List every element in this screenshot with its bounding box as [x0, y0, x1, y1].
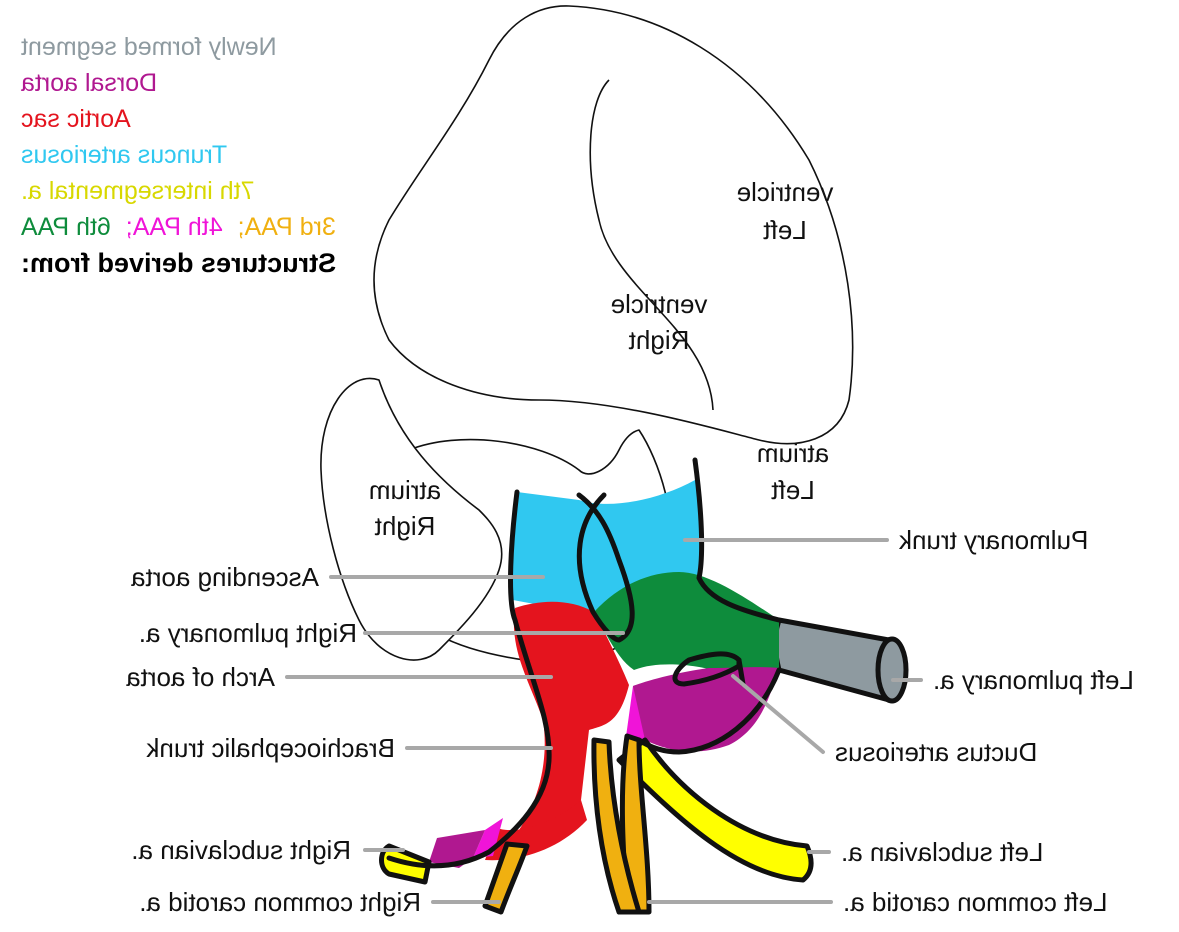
label-ascending-aorta: Ascending aorta [131, 562, 319, 592]
label-left-subclavian: Left subclavian a. [841, 837, 1043, 867]
ductus-loop [672, 651, 742, 687]
label-arch-of-aorta: Arch of aorta [126, 662, 275, 692]
right-atrium-shape [320, 377, 503, 661]
ductus-stub [736, 657, 746, 687]
label-left-common-carotid: Left common carotid a. [843, 887, 1107, 917]
interventricular-groove [589, 79, 714, 411]
vessel-outline-main [692, 457, 782, 623]
legend-truncus: Truncus arteriosus [21, 141, 227, 169]
label-right-common-carotid: Right common carotid a. [139, 887, 421, 917]
right-ventricle-label-2: ventricle [611, 289, 708, 319]
leader-ductus [731, 674, 825, 754]
vessel-outline-aorta [386, 489, 552, 869]
sixth-paa-region [594, 572, 779, 674]
right-common-carotid-vessel [482, 841, 530, 915]
right-atrium-label-1: Right [374, 511, 435, 541]
label-brachiocephalic: Brachiocephalic trunk [145, 733, 395, 763]
legend-newly-formed: Newly formed segment [21, 33, 277, 61]
dorsal-aorta-left [633, 667, 779, 752]
left-atrium-label-2: atrium [757, 438, 829, 468]
label-pulmonary-trunk: Pulmonary trunk [898, 525, 1088, 555]
fourth-paa-right [473, 818, 503, 858]
legend-third-paa: 3rd PAA; [238, 213, 336, 241]
truncus-arteriosus-region [510, 480, 702, 612]
legend: Newly formed segment Dorsal aorta Aortic… [21, 33, 336, 278]
label-right-pulmonary: Right pulmonary a. [139, 618, 357, 648]
label-ductus: Ductus arteriosus [835, 737, 1037, 767]
left-atrium-label-1: Left [771, 475, 815, 505]
left-subclavian-vessel [616, 737, 814, 883]
right-pulmonary-loop [576, 492, 635, 643]
legend-aortic-sac: Aortic sac [21, 105, 131, 133]
legend-sixth-paa: 6th PAA [21, 213, 111, 241]
aortic-sac-region [513, 601, 629, 833]
legend-seventh-intersegmental: 7th intersegmental a. [21, 177, 254, 205]
left-ventricle-label-1: Left [763, 215, 807, 245]
vessel-outline-lower [636, 667, 782, 755]
legend-dorsal-aorta: Dorsal aorta [21, 69, 157, 97]
right-ventricle-label-1: Right [628, 325, 689, 355]
legend-paa-line: 3rd PAA; 4th PAA; 6th PAA [21, 213, 336, 241]
right-atrium-label-2: atrium [369, 475, 441, 505]
label-right-subclavian: Right subclavian a. [131, 835, 351, 865]
left-ventricle-label-2: ventricle [737, 177, 834, 207]
left-common-carotid-vessel-b [591, 737, 642, 915]
left-pulmonary-lumen [875, 636, 909, 704]
label-left-pulmonary: Left pulmonary a. [933, 665, 1134, 695]
legend-title: Structures derived from: [21, 248, 336, 278]
legend-fourth-paa: 4th PAA; [126, 213, 223, 241]
left-ventricle-shape [373, 5, 854, 445]
